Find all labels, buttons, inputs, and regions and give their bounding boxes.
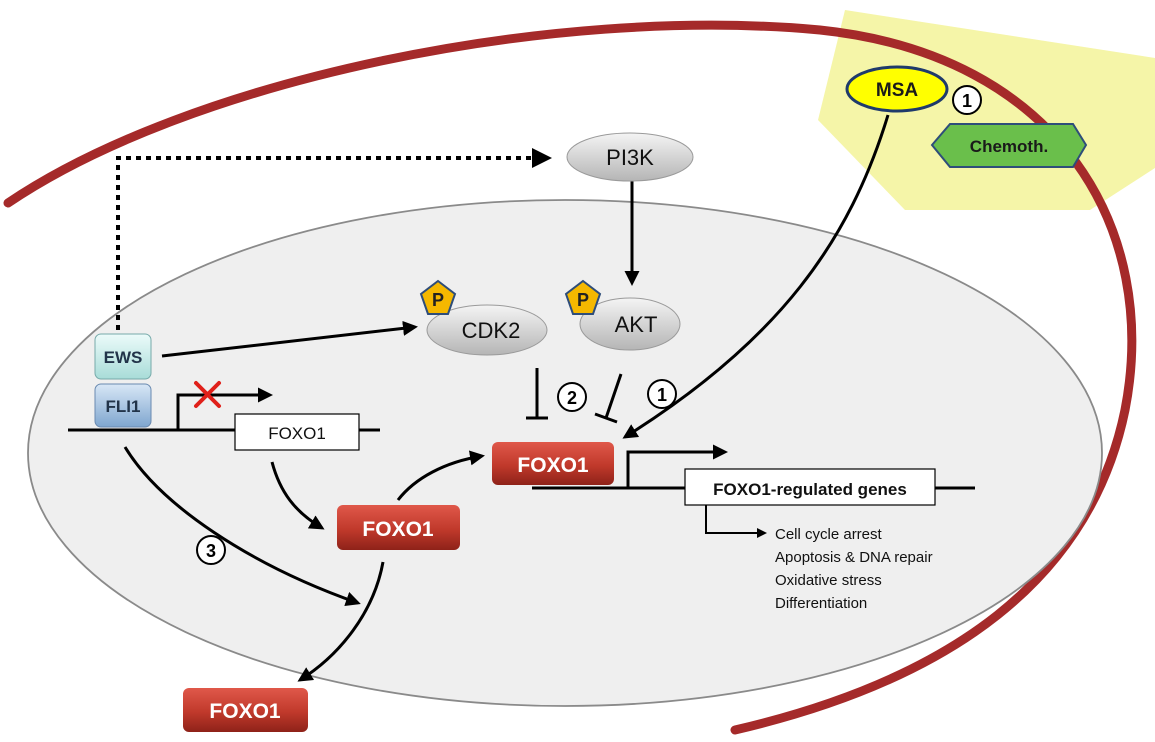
export-arrow bbox=[297, 561, 385, 682]
akt-node bbox=[579, 297, 681, 351]
outcome-item: Apoptosis & DNA repair bbox=[775, 549, 933, 566]
mechanism-2-label: 2 bbox=[567, 388, 577, 408]
mechanism-1-label-top: 1 bbox=[962, 91, 972, 111]
outcome-item: Cell cycle arrest bbox=[775, 526, 883, 543]
outcomes-arrow bbox=[705, 505, 767, 538]
mechanism-3-marker bbox=[196, 535, 226, 565]
foxo1-protein-nuclear bbox=[492, 442, 614, 485]
pi3k-label: PI3K bbox=[606, 145, 654, 170]
transcription-blocked-mark bbox=[194, 381, 221, 408]
ews-to-pi3k-dotted-arrow bbox=[116, 148, 552, 340]
mechanism-1-marker-top bbox=[952, 85, 982, 115]
chemotherapy-node bbox=[930, 123, 1088, 168]
protein-to-nucleus-arrow bbox=[396, 450, 485, 501]
cdk2-label: CDK2 bbox=[462, 318, 521, 343]
fli1-label: FLI1 bbox=[106, 397, 141, 416]
ews-to-cdk2-arrow bbox=[161, 320, 418, 358]
chemotherapy-label: Chemoth. bbox=[970, 137, 1048, 156]
phospho-cdk2-label: P bbox=[432, 290, 444, 310]
fli1-box bbox=[94, 383, 152, 428]
akt-inhibition bbox=[594, 373, 623, 424]
phospho-akt-label: P bbox=[577, 290, 589, 310]
pi3k-node bbox=[566, 132, 694, 182]
mechanism-1-label-nucleus: 1 bbox=[657, 385, 667, 405]
foxo1-gene-label: FOXO1 bbox=[268, 424, 326, 443]
outcome-item: Differentiation bbox=[775, 595, 867, 612]
cdk2-node bbox=[426, 304, 548, 356]
foxo1-protein-exported bbox=[183, 688, 308, 732]
mechanism-2-marker bbox=[557, 382, 587, 412]
akt-label: AKT bbox=[615, 312, 658, 337]
ews-fli1-mechanism-3-arrow bbox=[123, 446, 361, 607]
cell-membrane bbox=[3, 20, 1137, 735]
foxo1-protein-exported-label: FOXO1 bbox=[209, 700, 281, 723]
foxo1-promoter-arrow bbox=[176, 387, 273, 430]
cdk2-inhibition bbox=[526, 368, 548, 420]
msa-node bbox=[845, 65, 949, 113]
target-promoter-arrow bbox=[626, 444, 728, 488]
phospho-cdk2-badge bbox=[419, 279, 457, 315]
phospho-akt-badge bbox=[564, 279, 602, 315]
msa-to-foxo1-arrow bbox=[622, 114, 890, 439]
foxo1-gene-box bbox=[234, 413, 360, 451]
foxo1-protein-mid-label: FOXO1 bbox=[362, 518, 434, 541]
gene-to-protein-arrow bbox=[270, 461, 325, 530]
foxo1-protein-nuclear-label: FOXO1 bbox=[517, 454, 589, 477]
outcome-item: Oxidative stress bbox=[775, 572, 882, 589]
msa-label: MSA bbox=[876, 80, 919, 101]
target-genes-box bbox=[684, 468, 936, 506]
target-genes-label: FOXO1-regulated genes bbox=[713, 480, 907, 499]
ews-box bbox=[94, 333, 152, 380]
mechanism-1-marker-nucleus bbox=[647, 379, 677, 409]
ews-label: EWS bbox=[104, 348, 143, 367]
foxo1-protein-mid bbox=[337, 505, 460, 550]
outcomes-list: Cell cycle arrest Apoptosis & DNA repair… bbox=[775, 526, 933, 612]
mechanism-3-label: 3 bbox=[206, 541, 216, 561]
